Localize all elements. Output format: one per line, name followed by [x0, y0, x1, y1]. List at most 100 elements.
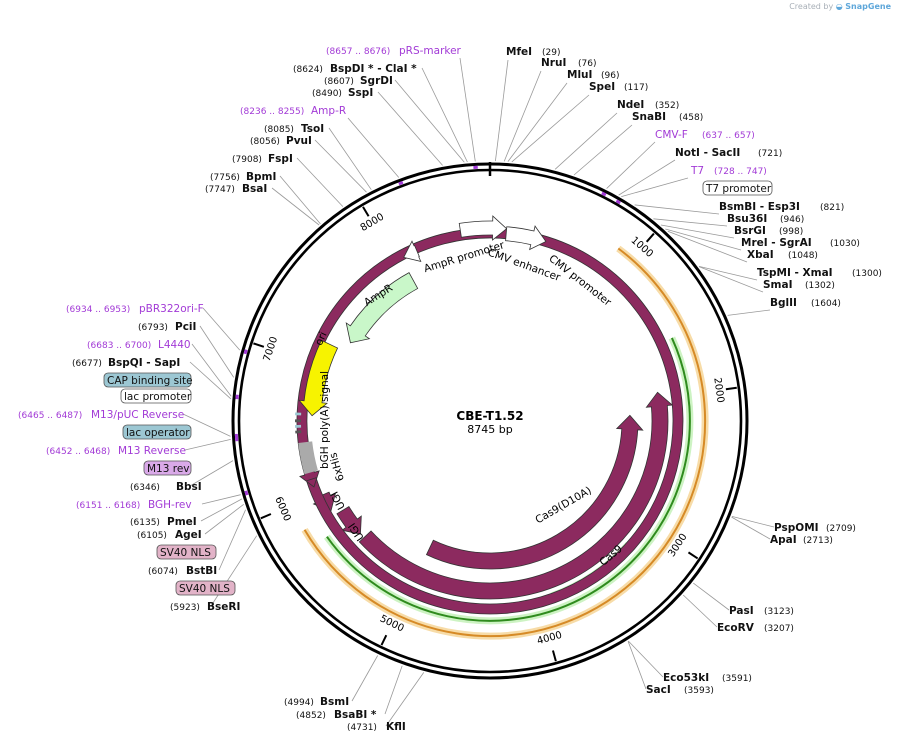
- site-position: (458): [679, 113, 703, 123]
- leader-line: [507, 82, 568, 162]
- watermark-brand: SnapGene: [845, 2, 891, 11]
- cmv-promoter-arc: [505, 225, 547, 251]
- site-name: NdeI: [617, 99, 644, 111]
- site-position: (1604): [811, 299, 841, 309]
- primer-name: pRS-marker: [399, 45, 462, 57]
- leader-lines: [182, 57, 775, 727]
- site-name: TspMI - XmaI: [757, 267, 833, 279]
- site-name: BglII: [770, 297, 797, 309]
- leader-line: [189, 361, 232, 400]
- leader-line: [698, 266, 758, 281]
- site-name: NruI: [541, 57, 566, 69]
- leader-line: [693, 582, 730, 611]
- site-name: BsrGI: [734, 225, 766, 237]
- site-name: Bsu36I: [727, 213, 767, 225]
- primer-mark: [398, 180, 404, 186]
- site-name: Eco53kI: [663, 672, 709, 684]
- leader-line: [459, 57, 476, 162]
- cmv-enhancer-arc: [458, 215, 508, 241]
- leader-line: [385, 672, 425, 727]
- site-position: (117): [624, 83, 648, 93]
- leader-line: [201, 494, 241, 505]
- site-name: PvuI: [286, 135, 312, 147]
- site-name: MfeI: [506, 46, 532, 58]
- site-position: (1030): [830, 239, 860, 249]
- feature-arcs: [234, 165, 709, 640]
- map-length: 8745 bp: [467, 423, 512, 436]
- leader-line: [606, 141, 656, 189]
- site-name: PmeI: [167, 516, 197, 528]
- primer-mark: [244, 490, 249, 496]
- leader-line: [618, 159, 676, 196]
- site-position: (8085): [264, 125, 294, 135]
- tick-mark: [645, 232, 655, 243]
- boxed-labels: T7 promoter CAP binding site lac promote…: [103, 180, 773, 596]
- leader-line: [279, 175, 321, 225]
- leader-line: [421, 67, 468, 163]
- leader-line: [384, 665, 403, 715]
- leader-line: [503, 70, 542, 162]
- boxed-label: M13 rev: [147, 463, 190, 475]
- leader-line: [511, 94, 590, 163]
- watermark: Created by ◒ SnapGene: [789, 2, 891, 11]
- primer-range: (6683 .. 6700): [87, 341, 151, 351]
- leader-line: [204, 503, 244, 535]
- primer-mark: [243, 349, 248, 355]
- site-position: (946): [780, 215, 804, 225]
- primer-range: (6465 .. 6487): [18, 411, 82, 421]
- site-name: SnaBI: [632, 111, 666, 123]
- site-name: MluI: [567, 69, 592, 81]
- site-name: TsoI: [301, 123, 324, 135]
- t7-promoter-box: [702, 180, 773, 196]
- leader-line: [731, 516, 775, 528]
- site-position: (8490): [312, 89, 342, 99]
- orf-ring-orange: [303, 247, 707, 638]
- sv40-nls-box-1: [156, 544, 217, 560]
- tick-mark: [362, 206, 370, 217]
- tick-mark: [551, 650, 557, 662]
- primer-name: M13 Reverse: [118, 445, 186, 457]
- site-position: (3593): [684, 686, 714, 696]
- primer-name: CMV-F: [655, 129, 688, 141]
- lac-operator-box: [122, 424, 192, 440]
- site-name: BbsI: [176, 481, 202, 493]
- leader-line: [621, 177, 689, 197]
- leader-line: [394, 79, 465, 163]
- feature-label-ori: ori: [313, 330, 330, 347]
- ori-arc: [298, 339, 339, 417]
- site-name: BsmBI - Esp3I: [719, 201, 800, 213]
- tick-mark: [253, 342, 265, 348]
- cap-binding-site-box: [103, 372, 192, 388]
- primer-mark: [615, 199, 621, 205]
- site-position: (6105): [137, 531, 167, 541]
- primer-range: (6934 .. 6953): [66, 305, 130, 315]
- leader-line: [296, 157, 344, 207]
- map-name: CBE-T1.52: [456, 409, 523, 423]
- site-position: (6677): [72, 359, 102, 369]
- leader-line: [554, 112, 618, 170]
- site-position: (29): [542, 48, 560, 58]
- tick-label: 7000: [262, 335, 280, 363]
- tick-mark: [380, 634, 388, 646]
- boxed-label: lac operator: [126, 427, 190, 439]
- primer-range: (728 .. 747): [714, 167, 767, 177]
- primer-range: (8236 .. 8255): [240, 107, 304, 117]
- site-name: XbaI: [747, 249, 774, 261]
- leader-line: [182, 413, 231, 437]
- watermark-created-by: Created by: [789, 2, 834, 11]
- primer-range: (6151 .. 6168): [76, 501, 140, 511]
- leader-line: [218, 509, 246, 571]
- site-name: BseRI: [207, 601, 240, 613]
- site-name: SpeI: [589, 81, 615, 93]
- primer-range: (637 .. 657): [702, 131, 755, 141]
- leader-line: [351, 655, 379, 702]
- primer-range: (8657 .. 8676): [326, 47, 390, 57]
- tick-label: 2000: [711, 377, 725, 404]
- ampr-arc: [345, 272, 419, 344]
- leader-line: [667, 230, 748, 263]
- leader-line: [634, 204, 720, 215]
- site-labels-right: MfeI (29) NruI (76) MluI (96) SpeI (117)…: [506, 46, 882, 696]
- leader-line: [665, 228, 742, 251]
- primer-name: BGH-rev: [148, 499, 192, 511]
- boxed-label: SV40 NLS: [160, 547, 211, 559]
